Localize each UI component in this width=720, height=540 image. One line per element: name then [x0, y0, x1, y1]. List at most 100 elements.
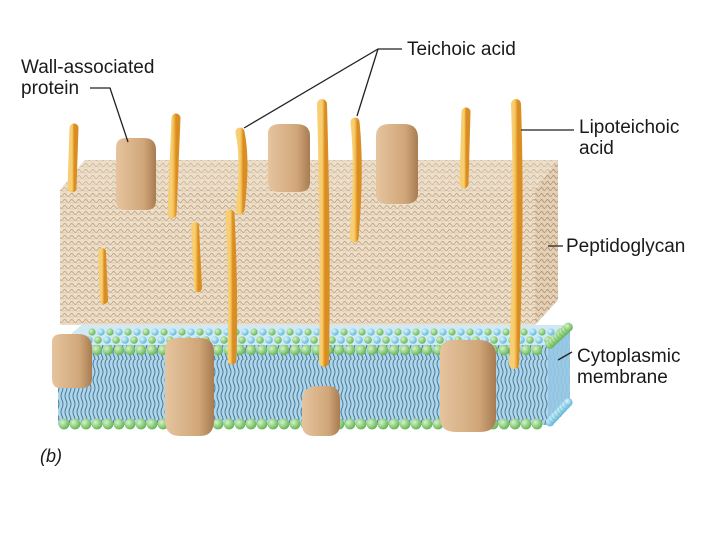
- lipid-head: [257, 345, 267, 355]
- lipid-head: [337, 336, 345, 344]
- lipid-head: [422, 345, 432, 355]
- teichoic-rod: [464, 112, 466, 184]
- lipid-head: [538, 328, 545, 335]
- lipid-head: [367, 328, 374, 335]
- lipid-head: [279, 419, 290, 430]
- lipid-head: [409, 336, 417, 344]
- lipid-head: [345, 419, 356, 430]
- wall-associated-protein-label-line2: protein: [21, 78, 154, 99]
- lipid-head: [247, 336, 255, 344]
- lipid-head: [355, 336, 363, 344]
- lipoteichoic-acid-label: Lipoteichoic acid: [579, 117, 679, 159]
- lipid-head: [367, 345, 377, 355]
- lipid-head: [475, 328, 482, 335]
- lipid-head: [502, 328, 509, 335]
- lipid-head: [394, 328, 401, 335]
- lipid-head: [391, 336, 399, 344]
- teichoic-rod: [72, 128, 74, 188]
- lipid-head: [290, 419, 301, 430]
- lipid-head: [521, 345, 531, 355]
- lipid-head: [290, 345, 300, 355]
- lipid-head: [484, 328, 491, 335]
- lipid-head: [92, 419, 103, 430]
- lipid-head: [499, 336, 507, 344]
- lipid-head: [103, 419, 114, 430]
- teichoic-rod: [172, 118, 176, 214]
- lipid-head: [400, 419, 411, 430]
- lipid-head: [97, 328, 104, 335]
- lipid-head: [403, 328, 410, 335]
- lipid-head: [378, 419, 389, 430]
- lipid-head: [81, 419, 92, 430]
- lipid-head: [378, 345, 388, 355]
- lipid-head: [448, 328, 455, 335]
- lipid-head: [136, 419, 147, 430]
- lipid-head: [178, 328, 185, 335]
- lipid-head: [367, 419, 378, 430]
- lipid-head: [257, 419, 268, 430]
- lipid-head: [147, 345, 157, 355]
- lipid-head: [125, 419, 136, 430]
- lipid-head: [411, 419, 422, 430]
- lipid-head: [265, 336, 273, 344]
- cytoplasmic-membrane-label-line1: Cytoplasmic: [577, 346, 680, 367]
- lipid-head: [92, 345, 102, 355]
- lipid-head: [499, 345, 509, 355]
- lipid-head: [510, 419, 521, 430]
- lipid-head: [224, 419, 235, 430]
- lipid-head: [139, 336, 147, 344]
- lipid-head: [130, 336, 138, 344]
- lipid-head: [283, 336, 291, 344]
- lipid-head: [148, 336, 156, 344]
- lipid-head: [535, 336, 543, 344]
- lipid-head: [112, 336, 120, 344]
- lipid-head: [142, 328, 149, 335]
- lipid-head: [157, 336, 165, 344]
- lipid-head: [430, 328, 437, 335]
- lipid-head: [493, 328, 500, 335]
- lipid-head: [277, 328, 284, 335]
- peptidoglycan-label: Peptidoglycan: [566, 236, 685, 257]
- teichoic-rod: [354, 122, 357, 238]
- lipid-head: [356, 419, 367, 430]
- lipoteichoic-acid-label-line1: Lipoteichoic: [579, 117, 679, 138]
- lipid-head: [295, 328, 302, 335]
- lipid-head: [125, 345, 135, 355]
- lipid-head: [349, 328, 356, 335]
- lipid-head: [103, 345, 113, 355]
- lipid-head: [238, 336, 246, 344]
- lipid-head: [547, 328, 554, 335]
- lipid-head: [400, 336, 408, 344]
- lipid-head: [301, 345, 311, 355]
- lipid-head: [151, 328, 158, 335]
- lipid-head: [304, 328, 311, 335]
- lipid-head: [521, 419, 532, 430]
- lipid-head: [211, 336, 219, 344]
- lipid-head: [466, 328, 473, 335]
- lipid-head: [346, 336, 354, 344]
- lipid-head: [499, 419, 510, 430]
- lipid-head: [274, 336, 282, 344]
- lipid-head: [59, 419, 70, 430]
- lipid-head: [334, 345, 344, 355]
- lipoteichoic-rod: [230, 214, 233, 360]
- lipid-head: [214, 328, 221, 335]
- wall-associated-protein-label-line1: Wall-associated: [21, 57, 154, 78]
- lipid-head: [439, 328, 446, 335]
- lipid-head: [389, 419, 400, 430]
- lipid-head: [526, 336, 534, 344]
- lipid-head: [389, 345, 399, 355]
- teichoic-acid-label: Teichoic acid: [407, 39, 516, 60]
- lipid-head: [121, 336, 129, 344]
- lipid-head: [385, 328, 392, 335]
- lipid-head: [187, 328, 194, 335]
- lipid-head: [564, 323, 573, 332]
- lipid-head: [301, 336, 309, 344]
- lipid-head: [220, 336, 228, 344]
- lipid-head: [259, 328, 266, 335]
- wall-associated-protein-label: Wall-associated protein: [21, 57, 154, 99]
- lipid-head: [235, 419, 246, 430]
- lipid-head: [356, 345, 366, 355]
- lipid-head: [532, 419, 543, 430]
- teichoic-rod-embedded: [195, 226, 198, 288]
